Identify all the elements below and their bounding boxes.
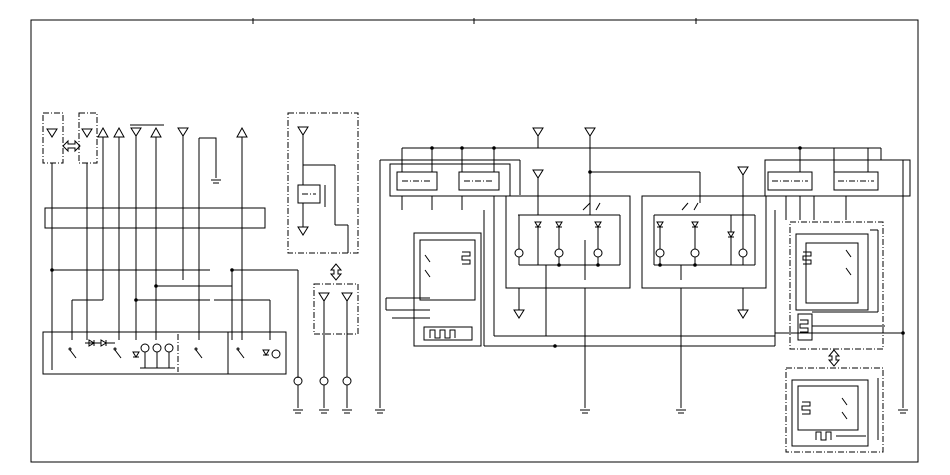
heater-element-icon [815,431,832,441]
left-component-box [42,331,287,375]
power-source-icon [150,126,162,138]
double-arrow-icon [329,263,343,281]
double-arrow-icon [827,349,841,367]
connector-triangle-icon [513,309,525,319]
connector-triangle-icon [532,169,544,179]
heater-element-icon [802,251,812,265]
heater-panel-c [785,367,884,453]
motor-icon [738,248,748,258]
diode-icon [555,221,563,228]
connector-triangle-icon [532,127,544,137]
relay-module-left [287,112,359,254]
diode-icon [594,221,602,228]
double-arrow-icon [62,139,81,153]
connector-triangle-icon [737,166,749,176]
relay-icon [833,171,879,191]
heater-element-icon [799,319,809,333]
heater-element-icon [801,401,811,415]
ground-icon [211,179,221,184]
switch-icon [841,411,848,420]
diode-icon [85,339,101,347]
connector-triangle-icon [737,309,749,319]
diode-icon [534,221,542,228]
motor-icon [593,248,603,258]
power-source-icon [236,126,248,138]
diode-icon [100,339,115,347]
motor-icon [554,248,564,258]
ground-icon [375,409,385,414]
connector-triangle-icon [177,127,189,137]
switch-icon [845,249,852,258]
heater-element-icon [461,251,471,265]
motor-icon [342,376,352,386]
frame-ticks [252,18,697,24]
ground-icon [898,409,908,414]
switch-icon [681,202,699,211]
motor-icon [655,248,665,258]
return-wires [385,210,776,347]
ground-icon [293,409,303,414]
bulb-icon [140,343,150,353]
switch-icon [841,397,848,406]
switch-icon [236,347,245,359]
connector-triangle-icon [297,126,309,136]
connector-triangle-icon [81,128,93,138]
diode-icon [656,221,664,228]
relay-icon [458,171,500,191]
left-junctions [50,268,234,302]
center-module-1 [493,127,700,414]
connector-triangle-icon [46,128,58,138]
bulb-icon [152,343,162,353]
relay-pair-left [389,148,511,215]
diode-icon [262,349,270,356]
junction-bar [44,207,266,229]
relay-icon [396,171,438,191]
ground-icon [342,409,352,414]
ground-icon [319,409,329,414]
motor-icon [319,376,329,386]
heater-panel-a [386,232,482,347]
bulb-icon [164,343,174,353]
switch-icon [845,267,852,276]
ground-icon [676,409,686,414]
connector-pair [313,283,359,377]
diode-icon [691,221,699,228]
left-outputs [293,376,352,414]
relay-pair-right [430,146,911,408]
ground-icon [580,409,590,414]
motor-icon [293,376,303,386]
connector-triangle-icon [584,127,596,137]
heater-element-icon [429,329,456,339]
center-module-2 [641,166,767,414]
relay-icon [297,184,321,204]
bulb-icon [271,349,281,359]
connector-triangle-icon [297,226,309,236]
motor-icon [690,248,700,258]
left-connector-group [42,112,248,185]
relay-icon [767,171,813,191]
switch-icon [424,269,431,278]
switch-icon [68,347,77,359]
heater-panel-b [775,221,905,350]
left-wires [51,136,299,378]
switch-icon [582,202,601,211]
motor-icon [514,248,524,258]
connector-triangle-icon [341,292,353,302]
switch-icon [424,254,431,263]
diode-icon [132,351,140,358]
diode-icon [727,231,735,238]
connector-triangle-icon [130,127,142,137]
power-source-icon [113,126,125,138]
switch-icon [113,347,122,359]
power-source-icon [97,126,109,138]
connector-triangle-icon [318,292,330,302]
switch-icon [194,347,203,359]
